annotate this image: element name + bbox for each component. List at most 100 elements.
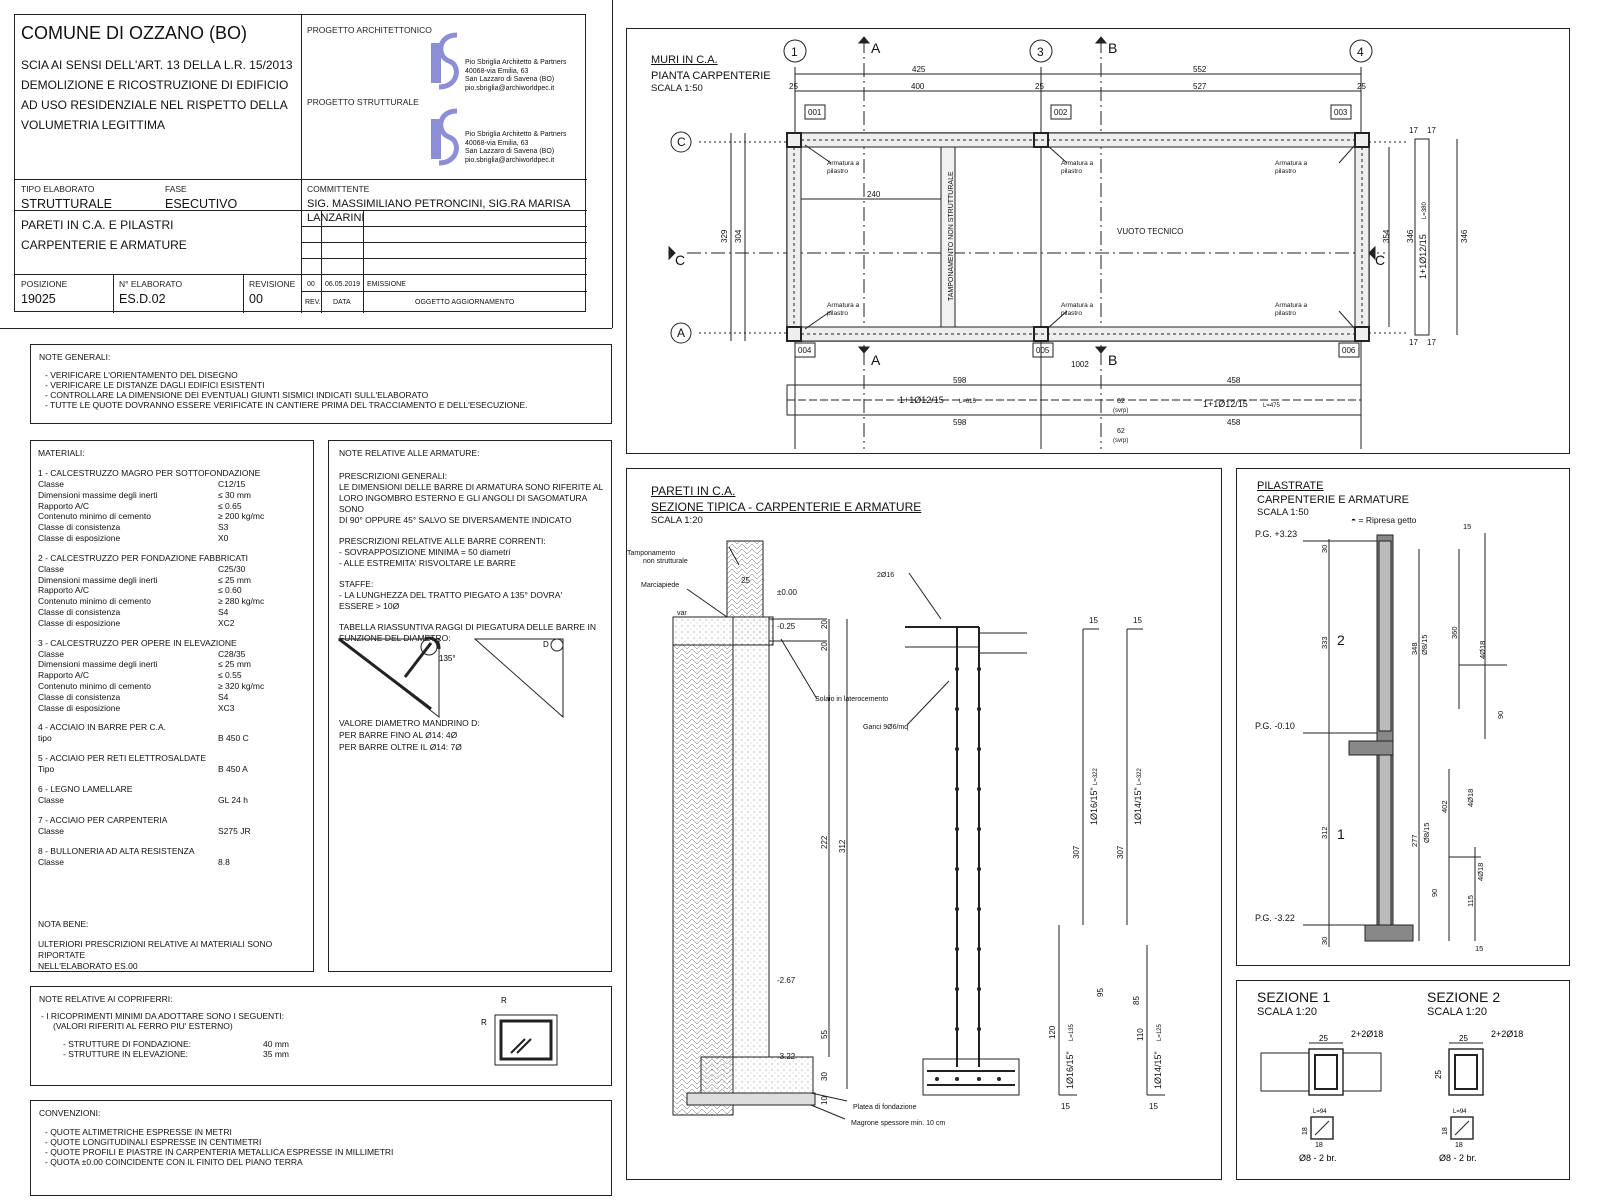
material-value: ≤ 0.65 <box>218 500 242 511</box>
material-key: Classe di consistenza <box>38 691 121 702</box>
material-value: 8.8 <box>218 856 230 867</box>
vuoto-label: VUOTO TECNICO <box>1117 227 1183 236</box>
dim-label: 25 <box>1459 1034 1468 1043</box>
material-value: GL 24 h <box>218 794 248 805</box>
sezione-scale: SCALA 1:20 <box>1427 1006 1487 1018</box>
material-value: C28/35 <box>218 648 246 659</box>
rev-oggetto: EMISSIONE <box>367 281 406 288</box>
dim-label: 552 <box>1193 65 1207 74</box>
armature-line: PRESCRIZIONI RELATIVE ALLE BARRE CORRENT… <box>339 536 546 546</box>
materiali-list: 1 - CALCESTRUZZO MAGRO PER SOTTOFONDAZIO… <box>38 459 308 867</box>
tamp-label: non strutturale <box>643 558 688 565</box>
dim-label: 346 <box>1460 229 1469 243</box>
dim-label: 354 <box>1382 229 1391 243</box>
material-row: Contenuto minimo di cemento≥ 200 kg/mc <box>38 511 308 522</box>
material-group-head: 1 - CALCESTRUZZO MAGRO PER SOTTOFONDAZIO… <box>38 468 261 478</box>
dim-label: 304 <box>734 229 743 243</box>
material-value: ≥ 200 kg/mc <box>218 511 265 522</box>
material-key: Classe di consistenza <box>38 522 121 533</box>
dim-label: 222 <box>820 835 829 849</box>
dim-label: 458 <box>1227 376 1241 385</box>
dim-label: 25 <box>1434 1070 1443 1079</box>
material-key: Dimensioni massime degli inerti <box>38 574 158 585</box>
wall-title: PARETI IN C.A. <box>651 484 736 498</box>
bar-label: Ø8/15 <box>1420 635 1429 655</box>
armature-line: FUNZIONE DEL DIAMETRO: <box>339 633 451 643</box>
subject: PARETI IN C.A. E PILASTRI CARPENTERIE E … <box>21 215 187 255</box>
material-value: ≤ 0.60 <box>218 585 242 596</box>
material-key: Classe <box>38 563 64 574</box>
stirrup-side: 18 <box>1302 1127 1309 1135</box>
armature-block: PRESCRIZIONI RELATIVE ALLE BARRE CORRENT… <box>339 536 611 569</box>
dim-label: 527 <box>1193 82 1207 91</box>
tamp-label: Tamponamento <box>627 550 675 557</box>
material-key: Classe <box>38 794 64 805</box>
bar-dim: 15 <box>1149 1102 1158 1111</box>
committente: SIG. MASSIMILIANO PETRONCINI, SIG.RA MAR… <box>307 198 570 224</box>
level-label: P.G. +3.23 <box>1255 529 1297 539</box>
dim-label: 10 <box>820 1096 829 1105</box>
r-label: R <box>481 1018 487 1027</box>
bar-dim: 15 <box>1089 616 1098 625</box>
bar-label: 1+1Ø12/15 <box>1418 234 1428 279</box>
axis-label: 3 <box>1037 45 1044 59</box>
platea-label: Platea di fondazione <box>853 1104 917 1111</box>
section-mark: 1 <box>1337 826 1345 842</box>
var-label: var <box>677 610 687 617</box>
note-item: - CONTROLLARE LA DIMENSIONE DEI EVENTUAL… <box>45 390 429 400</box>
material-group-head: 7 - ACCIAIO PER CARPENTERIA <box>38 814 168 825</box>
wall-subtitle: SEZIONE TIPICA - CARPENTERIE E ARMATURE <box>651 500 922 514</box>
dim-label: 240 <box>867 190 881 199</box>
description-line: DEMOLIZIONE E RICOSTRUZIONE DI EDIFICIO <box>21 78 289 92</box>
subject-line: CARPENTERIE E ARMATURE <box>21 238 187 252</box>
elaborato: ES.D.02 <box>119 292 166 306</box>
mandrino-line: PER BARRE OLTRE IL Ø14: 7Ø <box>339 742 462 752</box>
dim-label: 25 <box>789 82 798 91</box>
material-value: ≤ 25 mm <box>218 574 252 585</box>
studio-logo-2: Pio Sbriglia Architetto & Partners 40068… <box>429 105 589 175</box>
convenzioni-item: - QUOTA ±0.00 COINCIDENTE CON IL FINITO … <box>45 1157 303 1167</box>
armature-block: PRESCRIZIONI GENERALI: LE DIMENSIONI DEL… <box>339 471 611 526</box>
note-generali-box: NOTE GENERALI: - VERIFICARE L'ORIENTAMEN… <box>30 344 612 424</box>
bar-dim: 15 <box>1133 616 1142 625</box>
sezione-title: SEZIONE 2 <box>1427 989 1501 1005</box>
armatura-label: Armatura a <box>1061 302 1094 309</box>
nota-bene-line: NELL'ELABORATO ES.00 <box>38 961 138 971</box>
dim-label: 30 <box>1320 545 1329 553</box>
subject-line: PARETI IN C.A. E PILASTRI <box>21 218 174 232</box>
convenzioni-box: CONVENZIONI: - QUOTE ALTIMETRICHE ESPRES… <box>30 1100 612 1196</box>
material-row: Contenuto minimo di cemento≥ 280 kg/mc <box>38 596 308 607</box>
note-item: - VERIFICARE LE DISTANZE DAGLI EDIFICI E… <box>45 380 265 390</box>
progetto-architettonico-label: PROGETTO ARCHITETTONICO <box>307 25 432 35</box>
material-value: ≤ 25 mm <box>218 659 252 670</box>
row-label: C <box>677 135 686 149</box>
copriferri-line: - I RICOPRIMENTI MINIMI DA ADOTTARE SONO… <box>41 1011 285 1021</box>
dim-label: 425 <box>912 65 926 74</box>
studio-line: pio.sbriglia@archiworldpec.it <box>465 156 555 164</box>
material-key: Classe <box>38 825 64 836</box>
sezione-scale: SCALA 1:20 <box>1257 1006 1317 1018</box>
armature-line: PRESCRIZIONI GENERALI: <box>339 471 448 481</box>
bar-length: L=322 <box>1093 767 1099 785</box>
armatura-label: pilastro <box>827 310 848 317</box>
section-label: A <box>871 40 881 56</box>
bar-dim: 15 <box>1061 1102 1070 1111</box>
plan-title: MURI IN C.A. <box>651 54 718 66</box>
title-block: COMUNE DI OZZANO (BO) SCIA AI SENSI DELL… <box>14 14 589 313</box>
material-row: Classe GL 24 h <box>38 795 308 806</box>
note-armature-title: NOTE RELATIVE ALLE ARMATURE: <box>339 448 480 458</box>
material-value: XC2 <box>218 617 235 628</box>
dim-label: 25 <box>1035 82 1044 91</box>
ripresa-label: = Ripresa getto <box>1358 515 1417 525</box>
dim-label: 346 <box>1406 229 1415 243</box>
copriferri-title: NOTE RELATIVE AI COPRIFERRI: <box>39 994 173 1004</box>
wall-tag: 004 <box>798 346 812 355</box>
wall-tag: 006 <box>1342 346 1356 355</box>
material-value: ≤ 30 mm <box>218 489 252 500</box>
